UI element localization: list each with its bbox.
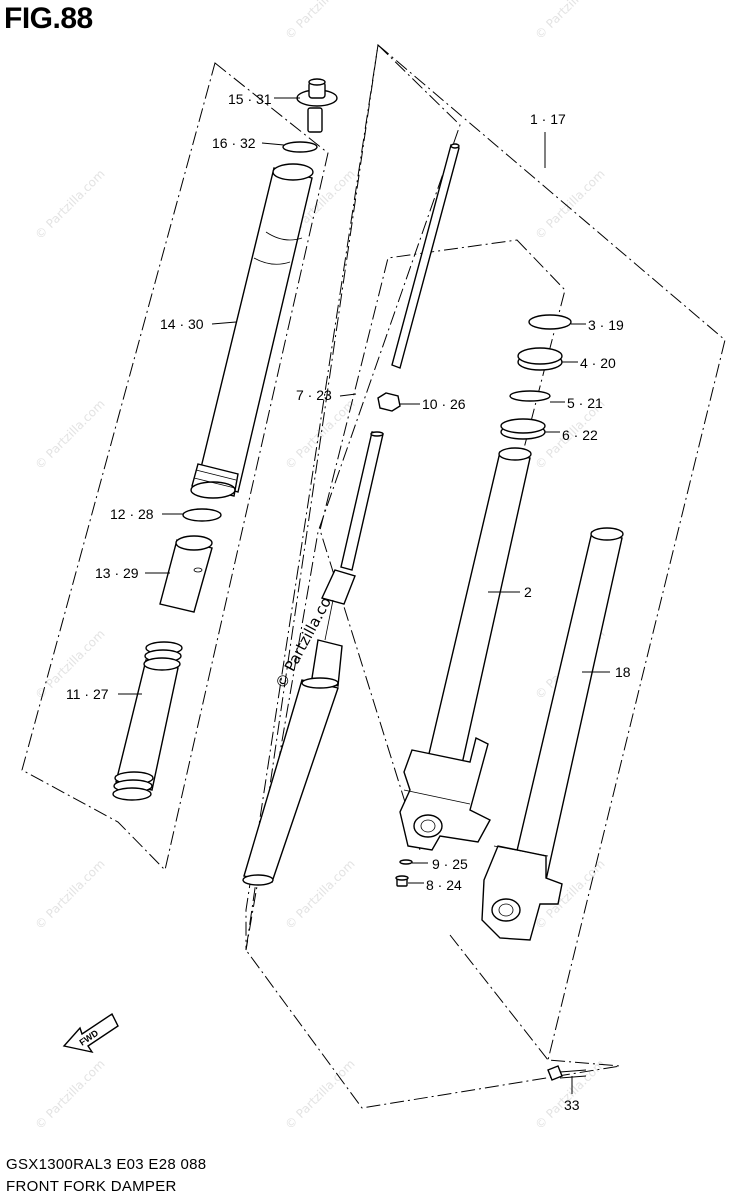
leader-lines (118, 97, 610, 1094)
part-spring (112, 641, 183, 801)
outline-inner-group (319, 239, 566, 852)
part-oil-seal (517, 347, 563, 371)
part-stopper-ring (509, 390, 551, 402)
callout-4-20: 4 · 20 (580, 355, 616, 371)
part-washer (182, 508, 222, 522)
figure-title: FIG.88 (4, 2, 93, 35)
callout-16-32: 16 · 32 (212, 135, 256, 151)
callout-5-21: 5 · 21 (567, 395, 603, 411)
part-inner-tube-right (481, 527, 624, 941)
fwd-arrow: FWD (62, 1012, 119, 1054)
callout-labels: 15 · 31 16 · 32 1 · 17 14 · 30 3 · 19 4 … (66, 91, 631, 1113)
outline-center-group (245, 43, 461, 951)
part-o-ring (282, 141, 318, 153)
part-damper-rod (391, 143, 460, 369)
watermark: © Partzilla.com (282, 857, 357, 932)
callout-3-19: 3 · 19 (588, 317, 624, 333)
watermark: © Partzilla.com (532, 1057, 607, 1132)
part-seal-ring-3 (528, 314, 572, 330)
watermark: © Partzilla.com (532, 0, 607, 42)
watermark: © Partzilla.com (532, 167, 607, 242)
watermark: © Partzilla.com (282, 397, 357, 472)
group-outlines (21, 43, 726, 1109)
callout-13-29: 13 · 29 (95, 565, 139, 581)
part-cap-bolt (296, 78, 338, 133)
part-damper-cartridge (242, 431, 384, 886)
diagram-caption: FRONT FORK DAMPER (6, 1178, 177, 1195)
callout-33: 33 (564, 1097, 580, 1113)
callout-11-27: 11 · 27 (66, 686, 109, 702)
callout-15-31: 15 · 31 (228, 91, 272, 107)
outline-lower-link (449, 934, 549, 1061)
callout-18: 18 (615, 664, 631, 680)
part-lock-nut (377, 392, 401, 412)
part-drain-washer (399, 859, 413, 865)
callout-12-28: 12 · 28 (110, 506, 154, 522)
watermark: © Partzilla.com (32, 1057, 107, 1132)
watermark: © Partzilla.com (282, 0, 357, 42)
callout-1-17: 1 · 17 (530, 111, 566, 127)
callout-14-30: 14 · 30 (160, 316, 204, 332)
model-code: GSX1300RAL3 E03 E28 088 (6, 1156, 207, 1173)
part-inner-tube (399, 447, 532, 851)
part-dust-seal (500, 418, 546, 440)
callout-10-26: 10 · 26 (422, 396, 466, 412)
callout-7-23: 7 · 23 (296, 387, 332, 403)
part-axle-bolt (547, 1065, 587, 1081)
outline-left-group (21, 62, 329, 872)
callout-6-22: 6 · 22 (562, 427, 598, 443)
callout-9-25: 9 · 25 (432, 856, 468, 872)
callout-8-24: 8 · 24 (426, 877, 462, 893)
watermark: © Partzilla.com (282, 1057, 357, 1132)
part-spacer (159, 535, 213, 613)
watermark: © Partzilla.com (32, 857, 107, 932)
part-drain-bolt (395, 875, 409, 887)
callout-2: 2 (524, 584, 532, 600)
watermark: © Partzilla.com (32, 397, 107, 472)
part-outer-tube (190, 163, 314, 499)
watermark: © Partzilla.com (32, 167, 107, 242)
